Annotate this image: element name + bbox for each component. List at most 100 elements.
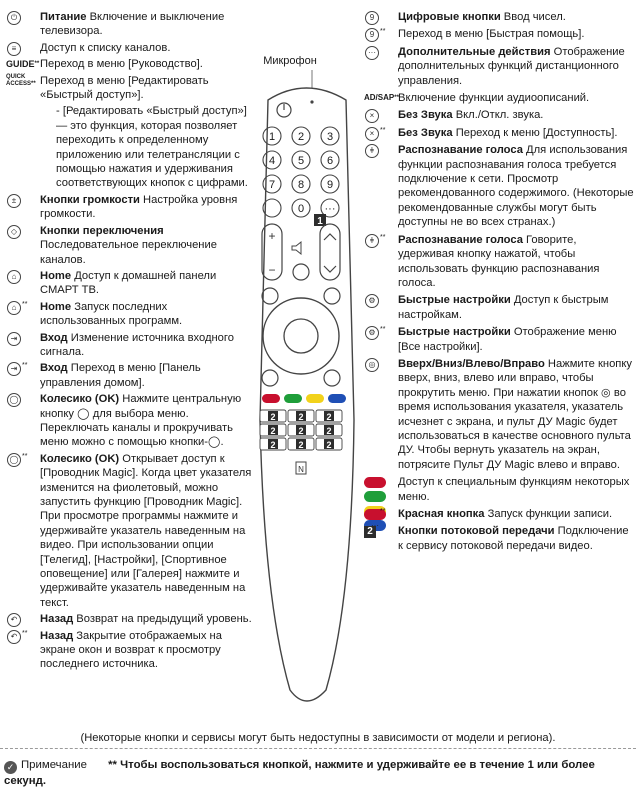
entry-desc: Подключение к сервису потоковой передачи… <box>398 525 629 552</box>
streaming-badge-label: 2 <box>270 426 275 436</box>
entry-text: Без Звука Переход к меню [Доступность]. <box>398 127 618 139</box>
mute-button-icon[interactable] <box>291 240 302 256</box>
input-button[interactable] <box>323 287 341 305</box>
yellow-button[interactable] <box>306 394 324 403</box>
mute-icon: × <box>364 108 394 124</box>
entry-desc: Доступ к специальным функциям некоторых … <box>398 476 630 503</box>
entry-title: Назад <box>40 629 74 642</box>
legend-entry: ⚙**Быстрые настройки Отображение меню [В… <box>364 325 634 354</box>
right-column: 9 Цифровые кнопки Ввод чисел. 9**Переход в… <box>364 10 634 556</box>
wheel-outer[interactable] <box>262 297 340 375</box>
key-3[interactable] <box>320 126 340 146</box>
entry-desc: Изменение источника входного сигнала. <box>40 331 234 358</box>
legend-entry: ⇥Вход Изменение источника входного сигна… <box>6 331 252 360</box>
divider <box>0 748 636 749</box>
entry-desc: Доступ к домашней панели СМАРТ ТВ. <box>40 269 217 297</box>
red-button[interactable] <box>262 394 280 403</box>
key-2[interactable] <box>291 126 311 146</box>
entry-title: Красная кнопка <box>398 508 485 520</box>
left-column: ⏻Питание Включение и выключение телевизо… <box>6 10 252 674</box>
svg-text:1: 1 <box>317 216 323 227</box>
power-button[interactable] <box>276 102 292 118</box>
key-label: 2 <box>298 131 304 143</box>
key-4[interactable] <box>262 150 282 170</box>
entry-text: Назад Закрытие отображаемых на экране ок… <box>40 630 222 671</box>
entry-desc: Запуск последних использованных программ… <box>40 300 183 328</box>
settings-button[interactable] <box>323 369 341 387</box>
volume-rocker[interactable] <box>261 223 283 281</box>
entry-desc: Нажмите центральную кнопку ◯ для выбора … <box>40 393 242 449</box>
streaming-icon: 2 <box>364 524 394 540</box>
streaming-badge-label: 2 <box>326 426 331 436</box>
settings-icon: ⚙** <box>364 325 394 341</box>
entry-title: Назад <box>40 613 74 626</box>
blue-button[interactable] <box>328 394 346 403</box>
streaming-badge-label: 2 <box>298 426 303 436</box>
legend-entry: ◯**Колесико (OK) Открывает доступ к [Про… <box>6 452 252 610</box>
entry-text: Кнопки громкости Настройка уровня громко… <box>40 194 237 220</box>
entry-text: Питание Включение и выключение телевизор… <box>40 11 224 37</box>
entry-desc: Переход в меню [Панель управления домом]… <box>40 362 201 389</box>
legend-entry: ······Доступ к специальным функциям неко… <box>364 475 634 531</box>
voice-button[interactable] <box>292 263 310 281</box>
legend-entry: 9 Цифровые кнопки Ввод чисел. <box>364 10 634 26</box>
key-label: 3 <box>327 131 333 143</box>
entry-text: Включение функции аудиоописаний. <box>398 92 589 104</box>
key-6[interactable] <box>320 150 340 170</box>
home-icon: ⌂ <box>6 269 36 285</box>
entry-text: Вверх/Вниз/Влево/Вправо Нажмите кнопку в… <box>398 358 632 471</box>
legend-entry: 9**Переход в меню [Быстрая помощь]. <box>364 27 634 43</box>
more-icon: ··· <box>364 45 394 61</box>
key-9[interactable] <box>320 174 340 194</box>
streaming-badge <box>268 411 278 421</box>
entry-title: Цифровые кнопки <box>398 11 501 23</box>
legend-entry: AD/SAP**Включение функции аудиоописаний. <box>364 91 634 105</box>
entry-title: Вверх/Вниз/Влево/Вправо <box>398 357 545 370</box>
legend-entry: - [Редактировать «Быстрый доступ»] — это… <box>6 104 252 190</box>
key-label: 9 <box>327 179 333 191</box>
entry-title: Без Звука <box>398 109 453 122</box>
mute-icon: ×** <box>364 126 394 142</box>
key-1[interactable] <box>262 126 282 146</box>
entry-title: Распознавание голоса <box>398 144 523 157</box>
entry-title: Быстрые настройки <box>398 326 511 339</box>
remote-body <box>259 87 355 702</box>
entry-title: Вход <box>40 331 68 344</box>
key-0[interactable] <box>291 198 311 218</box>
entry-text: Дополнительные действия Отображение допо… <box>398 46 625 87</box>
green-button[interactable] <box>284 394 302 403</box>
guide-icon: GUIDE** <box>6 59 40 70</box>
entry-text: Колесико (OK) Открывает доступ к [Провод… <box>40 453 251 609</box>
key-label: 4 <box>269 155 275 167</box>
list-key[interactable] <box>262 198 282 218</box>
entry-text: Home Запуск последних использованных про… <box>40 301 182 327</box>
back-button[interactable] <box>261 369 279 387</box>
key-5[interactable] <box>291 150 311 170</box>
key-label: ··· <box>325 203 336 215</box>
wheel-ok-button[interactable] <box>283 318 319 354</box>
home-icon: ⌂** <box>6 300 36 316</box>
streaming-badge-label: 2 <box>326 440 331 450</box>
arrows-icon: ◎ <box>364 357 394 373</box>
number-icon: 9 <box>364 10 394 26</box>
legend-entry: ⌂**Home Запуск последних использованных … <box>6 300 252 329</box>
entry-desc: Закрытие отображаемых на экране окон и в… <box>40 629 222 671</box>
legend-entry: ≡Доступ к списку каналов. <box>6 41 252 56</box>
entry-desc: Отображение дополнительных функций диста… <box>398 45 625 87</box>
key-8[interactable] <box>291 174 311 194</box>
channel-rocker[interactable] <box>319 223 341 281</box>
legend-entry: ǂ**Распознавание голоса Говорите, удержи… <box>364 233 634 291</box>
key-7[interactable] <box>262 174 282 194</box>
entry-title: Home <box>40 269 72 282</box>
entry-text: Доступ к специальным функциям некоторых … <box>398 476 629 502</box>
legend-entry: **Красная кнопка Запуск функции записи. <box>364 507 634 521</box>
home-button[interactable] <box>261 287 279 305</box>
legend-entry: ⚙Быстрые настройки Доступ к быстрым наст… <box>364 293 634 322</box>
mic-icon: ǂ <box>364 143 394 159</box>
entry-desc: Ввод чисел. <box>500 11 566 23</box>
entry-title: Кнопки громкости <box>40 193 140 206</box>
legend-entry: ↶**Назад Закрытие отображаемых на экране… <box>6 629 252 672</box>
entry-title: Home <box>40 300 72 313</box>
streaming-badge <box>296 411 306 421</box>
key-···[interactable] <box>320 198 340 218</box>
